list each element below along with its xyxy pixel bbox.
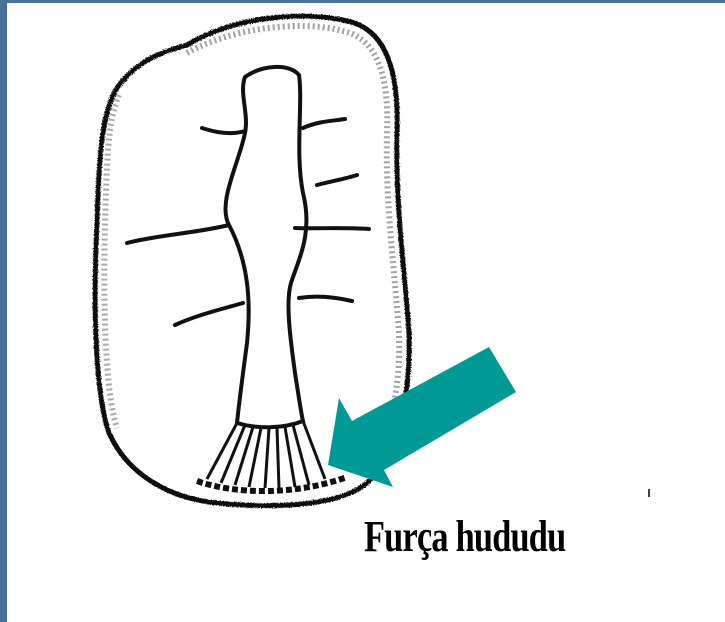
furcation-caption: Furça hududu bbox=[364, 511, 565, 562]
stray-mark bbox=[648, 489, 650, 497]
slide-canvas: Furça hududu bbox=[7, 3, 725, 622]
